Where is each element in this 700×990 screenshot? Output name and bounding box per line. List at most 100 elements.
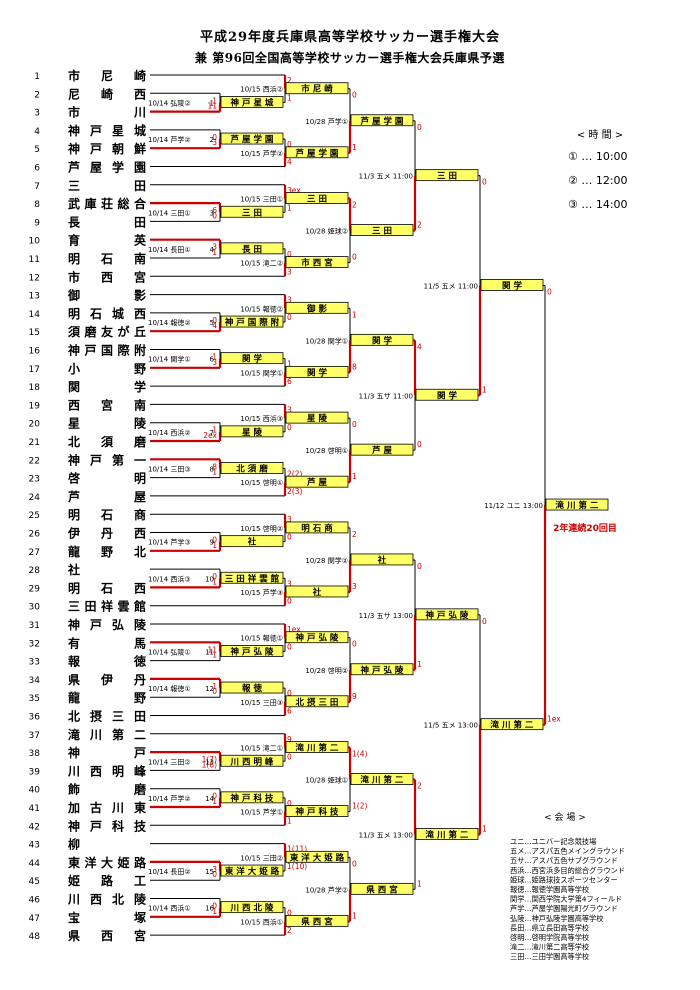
winner-name: 三 田 祥 雲 館 <box>225 573 280 584</box>
winner-name: 市 尼 崎 <box>301 84 333 95</box>
match-number: 5 <box>210 319 214 327</box>
score: 0 <box>287 642 292 651</box>
score: 0 <box>287 140 292 149</box>
team-number: 6 <box>34 164 40 174</box>
team-number: 18 <box>29 383 41 393</box>
winner-name: 報 徳 <box>242 683 262 694</box>
team-number: 34 <box>29 676 41 686</box>
match-info: 10/14 報徳② <box>148 318 191 327</box>
score: 1 <box>417 879 422 888</box>
winner-box <box>545 498 609 511</box>
team-number: 47 <box>29 914 40 924</box>
team-name: 三 田 <box>68 179 146 193</box>
team-number: 32 <box>29 639 40 649</box>
score: 4 <box>212 321 217 330</box>
match-info: 10/15 西浜② <box>240 85 283 94</box>
match-number: 3 <box>210 209 214 217</box>
team-name: 三 田 祥 雲 館 <box>68 599 146 614</box>
score: 0 <box>287 752 292 761</box>
team-name: 明 石 西 <box>68 581 146 595</box>
match-info: 10/14 西浜② <box>148 428 191 437</box>
venue-item: 啓明…啓明学院高等学校 <box>510 933 589 942</box>
team-number: 25 <box>29 511 40 521</box>
score: 0 <box>287 250 292 259</box>
score: 0 <box>287 423 292 432</box>
team-number: 41 <box>29 804 40 814</box>
match-number: 6 <box>210 356 215 364</box>
venue-item: 五サ…アスパ五色サブグラウンド <box>510 856 618 865</box>
team-number: 14 <box>29 310 41 320</box>
team-number: 46 <box>29 896 41 906</box>
team-name: 滝 川 第 二 <box>68 727 146 742</box>
match-info: 11/12 ユニ 13:00 <box>484 502 543 510</box>
match-number: 13 <box>205 758 214 766</box>
match-info: 10/14 西浜③ <box>148 574 191 583</box>
match-info: 10/14 三田① <box>148 209 191 217</box>
winner-name: 芦 屋 学 園 <box>231 134 274 145</box>
match-info: 10/14 関学① <box>148 355 191 364</box>
winner-name: 神 戸 弘 陵 <box>361 665 404 676</box>
team-number: 13 <box>29 292 40 302</box>
match-info: 10/14 芦学③ <box>148 538 191 547</box>
score: 6 <box>287 377 292 386</box>
team-name: 明 石 商 <box>68 507 146 522</box>
team-name: 柳 <box>68 837 80 852</box>
venue-item: 滝二…滝川第二高等学校 <box>510 943 589 952</box>
score: 1 <box>212 96 217 105</box>
score: 1 <box>417 660 422 669</box>
match-info: 10/15 芦学③ <box>240 588 283 597</box>
match-info: 11/5 五メ 13:00 <box>424 722 478 730</box>
team-number: 22 <box>29 456 40 466</box>
match-info: 10/15 啓明① <box>240 478 283 487</box>
score: 1 <box>352 472 357 481</box>
match-info: 10/28 啓明① <box>305 446 348 455</box>
score: 1 <box>482 824 487 833</box>
winner-name: 川 西 北 陵 <box>230 903 274 914</box>
team-number: 12 <box>29 273 40 283</box>
match-info: 10/28 啓明② <box>305 666 348 675</box>
score: 1 <box>352 911 357 920</box>
team-name: 神 戸 弘 陵 <box>68 617 147 632</box>
score: 1 <box>287 203 292 212</box>
match-info: 11/3 五サ 13:00 <box>359 612 413 620</box>
team-number: 5 <box>34 145 40 155</box>
score: 0 <box>212 536 217 545</box>
winner-name: 芦 屋 <box>307 477 327 488</box>
winner-name: 社 <box>377 555 387 566</box>
score: 9 <box>352 692 357 701</box>
score: 0 <box>212 792 217 801</box>
team-name: 尼 崎 西 <box>68 86 146 101</box>
team-name: 神 戸 <box>68 745 146 760</box>
score: 0 <box>287 533 292 542</box>
team-number: 20 <box>29 420 41 430</box>
team-number: 7 <box>34 182 40 192</box>
team-name: 神 戸 朝 鮮 <box>68 141 146 156</box>
score: 2(2) <box>287 469 302 478</box>
team-number: 23 <box>29 475 40 485</box>
winner-name: 星 陵 <box>242 427 262 438</box>
match-info: 10/15 報徳② <box>240 304 283 313</box>
score: 8 <box>212 462 217 471</box>
team-name: 長 田 <box>68 214 146 229</box>
score: 9 <box>287 735 292 744</box>
team-number: 1 <box>34 72 40 82</box>
score: 3 <box>212 243 217 252</box>
winner-name: 芦 屋 学 園 <box>296 148 339 159</box>
team-name: 市 川 <box>68 105 146 120</box>
match-number: 7 <box>210 429 214 437</box>
score: 0 <box>352 91 357 100</box>
score: 3 <box>287 579 292 588</box>
match-info: 10/15 三田③ <box>240 699 283 707</box>
match-info: 10/15 関学① <box>240 368 283 377</box>
score: 2(3) <box>287 487 302 496</box>
winner-name: 星 陵 <box>307 413 327 424</box>
score: 1 <box>212 353 217 362</box>
score: 3 <box>287 296 292 305</box>
team-name: 神 戸 国 際 附 <box>68 343 146 358</box>
times-title: < 時 間 > <box>577 129 623 141</box>
score: 11 <box>207 102 217 111</box>
team-name: 市 尼 崎 <box>68 68 146 83</box>
match-info: 10/15 芦学① <box>240 808 283 817</box>
score: 4 <box>287 158 292 167</box>
team-number: 26 <box>29 530 41 540</box>
